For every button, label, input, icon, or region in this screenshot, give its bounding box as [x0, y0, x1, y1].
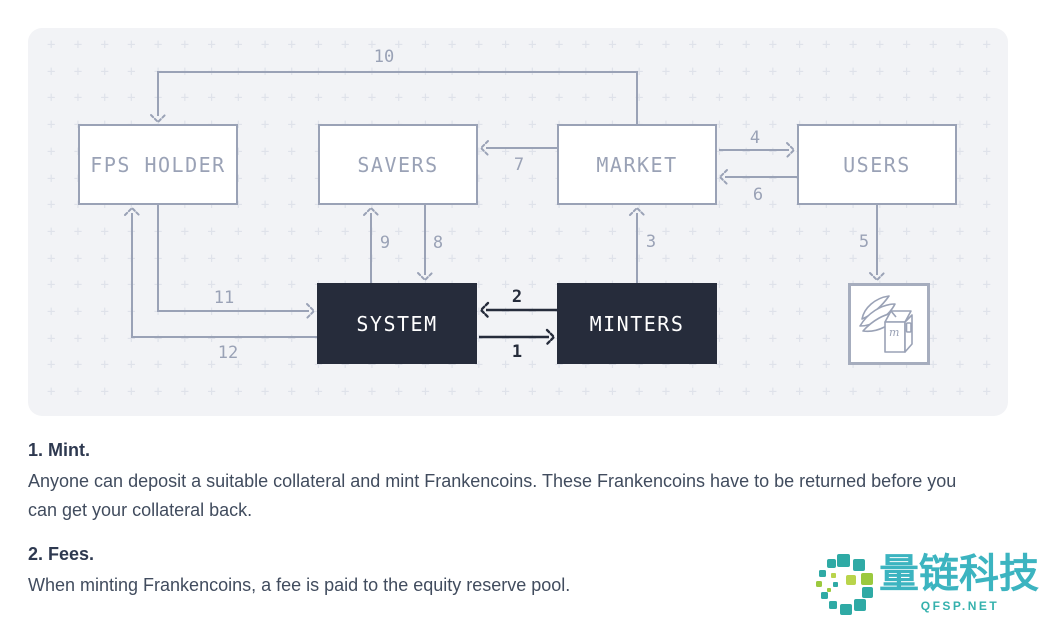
edge-label-12: 12	[217, 343, 239, 363]
groceries-icon: m	[859, 295, 913, 353]
node-goods: m	[848, 283, 930, 365]
arrowhead-right-icon	[545, 328, 556, 346]
node-market: MARKET	[557, 124, 717, 205]
edge-12-line	[131, 213, 317, 338]
arrowhead-up-icon	[629, 206, 645, 216]
arrowhead-down-icon	[150, 114, 166, 124]
edge-label-3: 3	[645, 232, 657, 252]
qfsp-watermark: 量链科技 QFSP.NET	[816, 550, 1041, 618]
arrowhead-down-icon	[417, 272, 433, 282]
edge-label-10: 10	[373, 47, 395, 67]
node-savers: SAVERS	[318, 124, 478, 205]
edge-lines	[124, 71, 885, 346]
edge-10-line	[157, 71, 638, 124]
section-heading: 2. Fees.	[28, 544, 95, 564]
section-body: Anyone can deposit a suitable collateral…	[28, 471, 957, 520]
edge-label-5: 5	[858, 232, 870, 252]
section-heading: 1. Mint.	[28, 440, 90, 460]
edge-label-8: 8	[432, 233, 444, 253]
edge-label-1: 1	[511, 342, 523, 362]
section-mint: 1. Mint. Anyone can deposit a suitable c…	[28, 438, 988, 525]
edge-label-2: 2	[511, 287, 523, 307]
arrowhead-left-icon	[479, 301, 490, 319]
edge-11-line	[157, 205, 309, 312]
watermark-brand-text: 量链科技	[879, 552, 1039, 596]
section-fees: 2. Fees. When minting Frankencoins, a fe…	[28, 542, 988, 600]
arrowhead-up-icon	[363, 206, 379, 216]
node-system: SYSTEM	[317, 283, 477, 364]
node-minters: MINTERS	[557, 283, 717, 364]
section-body: When minting Frankencoins, a fee is paid…	[28, 575, 571, 595]
arrowhead-up-icon	[124, 206, 140, 216]
edge-label-9: 9	[379, 233, 391, 253]
arrowhead-left-icon	[718, 169, 728, 185]
description-content: 1. Mint. Anyone can deposit a suitable c…	[28, 438, 988, 617]
edge-label-4: 4	[749, 128, 761, 148]
arrowhead-right-icon	[786, 142, 796, 158]
arrowhead-right-icon	[306, 303, 316, 319]
node-users: USERS	[797, 124, 957, 205]
edge-label-6: 6	[752, 185, 764, 205]
arrowhead-down-icon	[869, 272, 885, 282]
edge-label-11: 11	[213, 288, 235, 308]
flow-diagram-panel: ++++++++++++++++++++++++++++++++++++ +++…	[28, 28, 1008, 416]
edge-label-7: 7	[513, 155, 525, 175]
svg-text:m: m	[889, 326, 901, 339]
node-fps-holder: FPS HOLDER	[78, 124, 238, 205]
qfsp-logo-icon	[816, 554, 873, 615]
watermark-domain-text: QFSP.NET	[920, 599, 1000, 613]
arrowhead-left-icon	[479, 140, 489, 156]
